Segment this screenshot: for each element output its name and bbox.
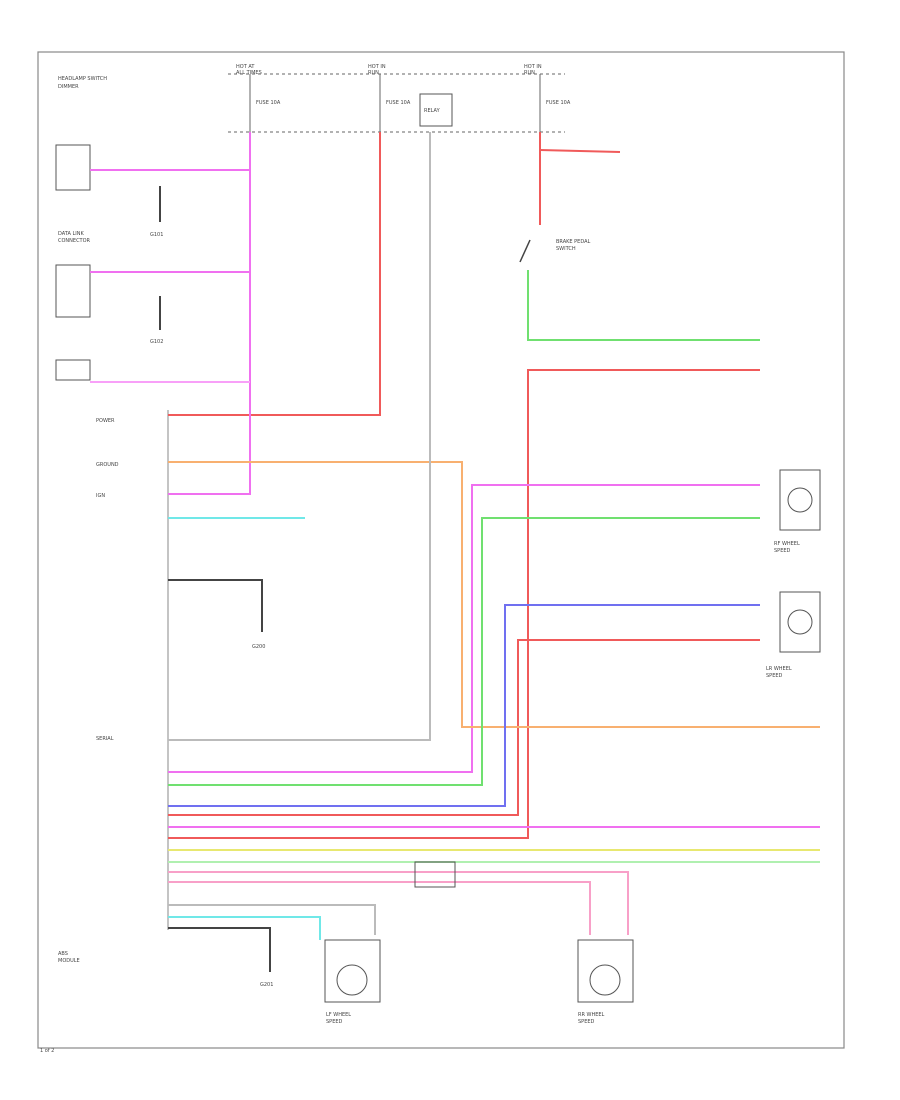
fuse-1-sub: ALL TIMES bbox=[236, 70, 262, 76]
page-footer: 1 of 2 bbox=[40, 1048, 54, 1054]
lr-sensor-label: LR WHEEL bbox=[766, 666, 792, 672]
wire-green-rf bbox=[168, 517, 760, 786]
wire-magenta-ign bbox=[168, 132, 251, 495]
fuse-block: HOT AT ALL TIMES HOT IN RUN HOT IN RUN F… bbox=[228, 64, 571, 133]
pin-ign-label: IGN bbox=[96, 493, 105, 499]
wire-red-power bbox=[168, 132, 381, 416]
fuse-2-title: HOT IN bbox=[368, 64, 386, 70]
wire-pink-rr bbox=[168, 871, 629, 935]
brake-switch-label: BRAKE PEDAL bbox=[556, 239, 591, 245]
rf-sensor-label-2: SPEED bbox=[774, 548, 791, 554]
header-left-label-2: DIMMER bbox=[58, 84, 79, 90]
wire-red-branch bbox=[539, 149, 621, 153]
lf-sensor-label-2: SPEED bbox=[326, 1019, 343, 1025]
abs-module: ABS MODULE POWER GROUND IGN SERIAL bbox=[58, 410, 169, 964]
fuse-3-rating: FUSE 10A bbox=[546, 100, 571, 106]
lf-sensor-box bbox=[324, 939, 381, 1003]
fuse-1-rating: FUSE 10A bbox=[256, 100, 281, 106]
wire-pink-rr-2 bbox=[168, 881, 591, 935]
lf-sensor-label: LF WHEEL bbox=[326, 1012, 351, 1018]
data-link-label: DATA LINK bbox=[58, 231, 84, 237]
wire-grey bbox=[168, 132, 431, 741]
rr-sensor-box bbox=[577, 939, 634, 1003]
ground-4-label: G201 bbox=[260, 982, 273, 988]
lr-sensor: LR WHEEL SPEED bbox=[766, 591, 821, 679]
switch-box-1 bbox=[55, 144, 91, 191]
module-label-2: MODULE bbox=[58, 958, 80, 964]
fuse-2-rating: FUSE 10A bbox=[386, 100, 411, 106]
lr-sensor-label-2: SPEED bbox=[766, 673, 783, 679]
relay-label: RELAY bbox=[424, 108, 441, 114]
data-link-box bbox=[55, 264, 91, 318]
brake-switch: BRAKE PEDAL SWITCH bbox=[519, 239, 591, 263]
diagram-frame bbox=[37, 51, 845, 1049]
data-link-label-2: CONNECTOR bbox=[58, 238, 91, 244]
wire-magenta-lf bbox=[168, 484, 760, 773]
left-components: HEADLAMP SWITCH DIMMER DATA LINK CONNECT… bbox=[55, 76, 107, 381]
ground-1-label: G101 bbox=[150, 232, 163, 238]
pin-power-label: POWER bbox=[96, 418, 115, 424]
wire-grey-lf bbox=[168, 904, 376, 935]
fuse-1-title: HOT AT bbox=[236, 64, 255, 70]
pin-serial-label: SERIAL bbox=[96, 736, 114, 742]
ground-2-label: G102 bbox=[150, 339, 163, 345]
brake-switch-label-2: SWITCH bbox=[556, 246, 576, 252]
rf-sensor: RF WHEEL SPEED bbox=[774, 469, 821, 554]
rr-sensor-label: RR WHEEL bbox=[578, 1012, 605, 1018]
rf-sensor-label: RF WHEEL bbox=[774, 541, 800, 547]
wire-cyan-lf bbox=[168, 916, 321, 940]
wire-orange bbox=[168, 461, 820, 728]
rr-sensor-label-2: SPEED bbox=[578, 1019, 595, 1025]
fuse-2-sub: RUN bbox=[368, 70, 379, 76]
relay-box bbox=[419, 93, 453, 127]
pin-ground-label: GROUND bbox=[96, 462, 119, 468]
fuse-3-title: HOT IN bbox=[524, 64, 542, 70]
wire-green-brake bbox=[527, 270, 760, 341]
rf-sensor-box bbox=[779, 469, 821, 531]
wire-blue-lr bbox=[168, 604, 760, 807]
module-label: ABS bbox=[58, 951, 68, 957]
ground-3-label: G200 bbox=[252, 644, 265, 650]
lf-sensor: LF WHEEL SPEED bbox=[324, 939, 381, 1025]
header-left-label: HEADLAMP SWITCH bbox=[58, 76, 107, 82]
rr-sensor: RR WHEEL SPEED bbox=[577, 939, 634, 1025]
lr-sensor-box bbox=[779, 591, 821, 653]
fuse-3-sub: RUN bbox=[524, 70, 535, 76]
switch-box-3 bbox=[55, 359, 91, 381]
inline-connector bbox=[414, 861, 456, 888]
wires bbox=[90, 132, 820, 940]
grounds: G101 G102 G200 G201 bbox=[150, 186, 273, 988]
